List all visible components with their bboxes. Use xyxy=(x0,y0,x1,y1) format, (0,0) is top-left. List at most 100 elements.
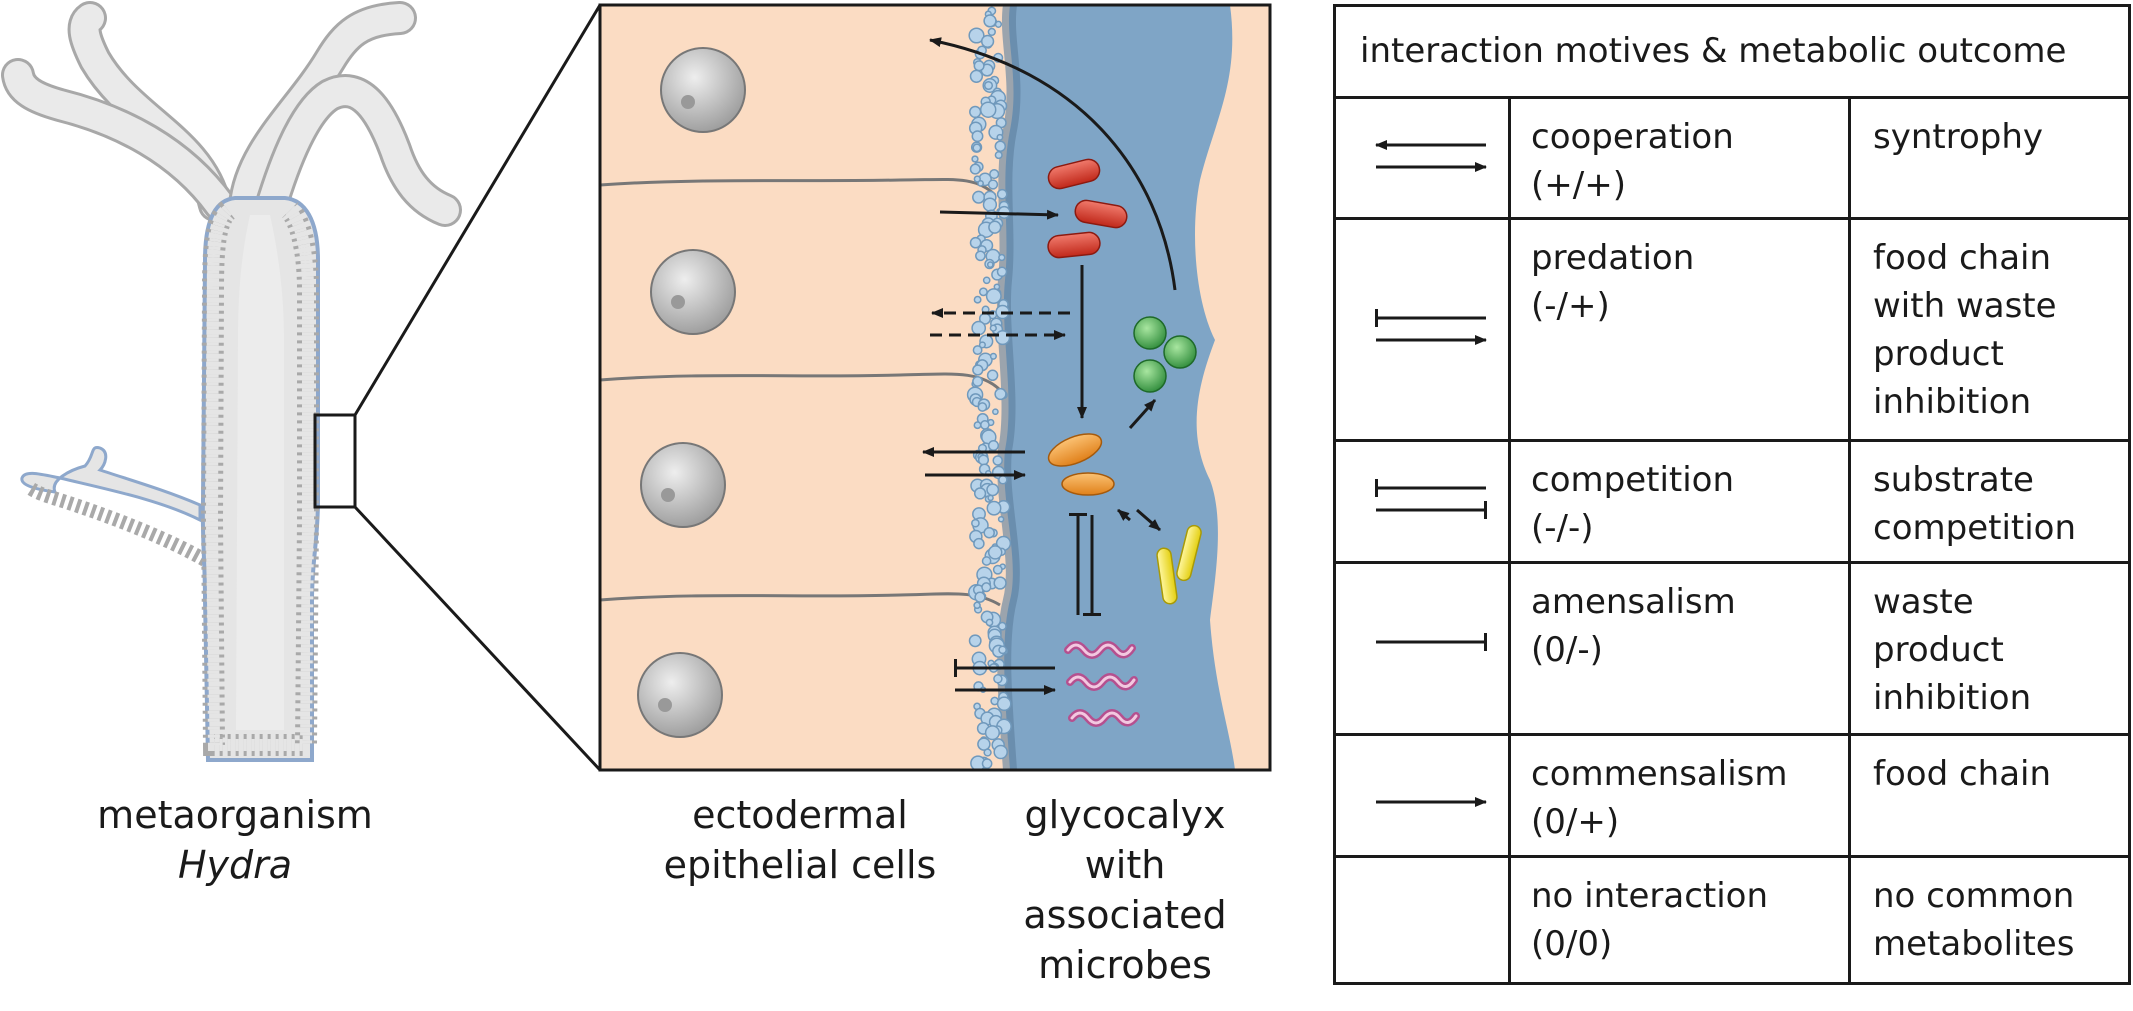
interaction-name: competition xyxy=(1531,460,1735,500)
hydra-illustration xyxy=(1,1,602,772)
outcome-cell: waste product inhibition xyxy=(1851,564,2128,733)
zoom-panel xyxy=(600,5,1270,770)
microbe-green xyxy=(1133,316,1197,393)
interaction-sign: (0/-) xyxy=(1531,630,1603,670)
vesicle xyxy=(973,487,987,500)
vesicle xyxy=(969,236,982,249)
vesicle xyxy=(973,60,985,72)
interaction-name: commensalism xyxy=(1531,754,1788,794)
vesicle xyxy=(983,14,997,28)
vesicle xyxy=(972,143,982,153)
microbe-orange xyxy=(1047,433,1115,496)
caption-glycocalyx-line2: with xyxy=(1084,843,1166,887)
vesicle xyxy=(993,576,1007,590)
caption-glycocalyx: glycocalyx with associated microbes xyxy=(1000,790,1250,990)
vesicle xyxy=(973,601,981,610)
vesicle xyxy=(998,645,1007,655)
outcome-cell: syntrophy xyxy=(1851,99,2128,217)
double-bar-icon xyxy=(1336,442,1511,561)
vesicle xyxy=(979,101,997,118)
caption-glycocalyx-line4: microbes xyxy=(1038,943,1212,987)
outcome-text: no common xyxy=(1873,876,2075,916)
vesicle xyxy=(972,345,983,356)
vesicle xyxy=(981,758,993,769)
caption-cells-line2: epithelial cells xyxy=(663,843,937,887)
vesicle xyxy=(996,696,1012,712)
outcome-cell: substrate competition xyxy=(1851,442,2128,561)
vesicle xyxy=(969,69,984,83)
vesicle xyxy=(996,133,1004,141)
vesicle xyxy=(969,163,981,175)
vesicle xyxy=(971,155,979,163)
interaction-cell: no interaction (0/0) xyxy=(1511,858,1851,982)
bar-icon xyxy=(1336,564,1511,733)
cell-nuclei xyxy=(637,47,746,738)
hydra-tentacles xyxy=(1,1,462,227)
outcome-cell: food chain xyxy=(1851,736,2128,855)
bar-and-arrow-icon xyxy=(1336,220,1511,439)
zoom-panel-frame xyxy=(598,3,1272,772)
vesicle xyxy=(983,80,994,91)
vesicle xyxy=(973,175,981,183)
legend-table: interaction motives & metabolic outcome … xyxy=(1333,4,2131,985)
outcome-text: waste xyxy=(1873,582,1974,622)
vesicle xyxy=(971,518,980,528)
interaction-cell: predation (-/+) xyxy=(1511,220,1851,439)
vesicle xyxy=(996,266,1008,278)
caption-cells: ectodermal epithelial cells xyxy=(640,790,960,890)
outcome-text: food chain xyxy=(1873,238,2052,278)
vesicle xyxy=(986,483,1000,497)
legend-header: interaction motives & metabolic outcome xyxy=(1360,31,2067,71)
vesicle xyxy=(994,140,1007,152)
vesicle xyxy=(983,526,995,539)
outcome-cell: no common metabolites xyxy=(1851,858,2128,982)
vesicle xyxy=(994,387,1007,401)
vesicle xyxy=(972,375,984,387)
outcome-text: product xyxy=(1873,630,2004,670)
vesicle xyxy=(985,618,994,627)
arrow-icon xyxy=(1336,736,1511,855)
interaction-sign: (-/+) xyxy=(1531,286,1610,326)
vesicle xyxy=(987,494,994,502)
outcome-text: inhibition xyxy=(1873,382,2032,422)
legend-row-cooperation: cooperation (+/+) syntrophy xyxy=(1336,96,2128,217)
vesicle xyxy=(986,500,1002,516)
vesicle xyxy=(973,421,982,430)
interaction-name: predation xyxy=(1531,238,1695,278)
vesicle xyxy=(968,634,982,648)
vesicle xyxy=(973,537,985,550)
interaction-sign: (+/+) xyxy=(1531,165,1626,205)
outcome-text: substrate xyxy=(1873,460,2034,500)
vesicle xyxy=(984,725,1000,741)
vesicle xyxy=(998,253,1006,262)
interaction-cell: competition (-/-) xyxy=(1511,442,1851,561)
interaction-sign: (-/-) xyxy=(1531,508,1594,548)
legend-row-competition: competition (-/-) substrate competition xyxy=(1336,439,2128,561)
vesicle xyxy=(992,455,1003,466)
vesicle xyxy=(972,364,984,376)
vesicle xyxy=(983,748,992,757)
vesicle xyxy=(995,330,1011,346)
vesicle xyxy=(973,295,982,304)
outcome-text: product xyxy=(1873,334,2004,374)
legend-row-amensalism: amensalism (0/-) waste product inhibitio… xyxy=(1336,561,2128,733)
vesicle xyxy=(993,744,1008,760)
hydra-bud xyxy=(20,445,202,523)
double-arrow-icon xyxy=(1336,99,1511,217)
microbe-red xyxy=(1047,158,1128,259)
vesicle xyxy=(997,515,1005,523)
vesicle xyxy=(981,582,992,593)
outcome-text: inhibition xyxy=(1873,678,2032,718)
vesicle xyxy=(989,352,997,360)
interaction-arrows xyxy=(922,37,1177,695)
vesicles xyxy=(966,6,1012,770)
vesicle xyxy=(994,151,1003,160)
vesicle xyxy=(992,408,999,416)
vesicle xyxy=(980,34,995,49)
vesicle xyxy=(977,737,991,751)
outcome-cell: food chain with waste product inhibition xyxy=(1851,220,2128,439)
vesicle xyxy=(988,220,1002,234)
vesicle xyxy=(971,320,987,336)
vesicle xyxy=(969,105,982,119)
caption-glycocalyx-line1: glycocalyx xyxy=(1024,793,1226,837)
